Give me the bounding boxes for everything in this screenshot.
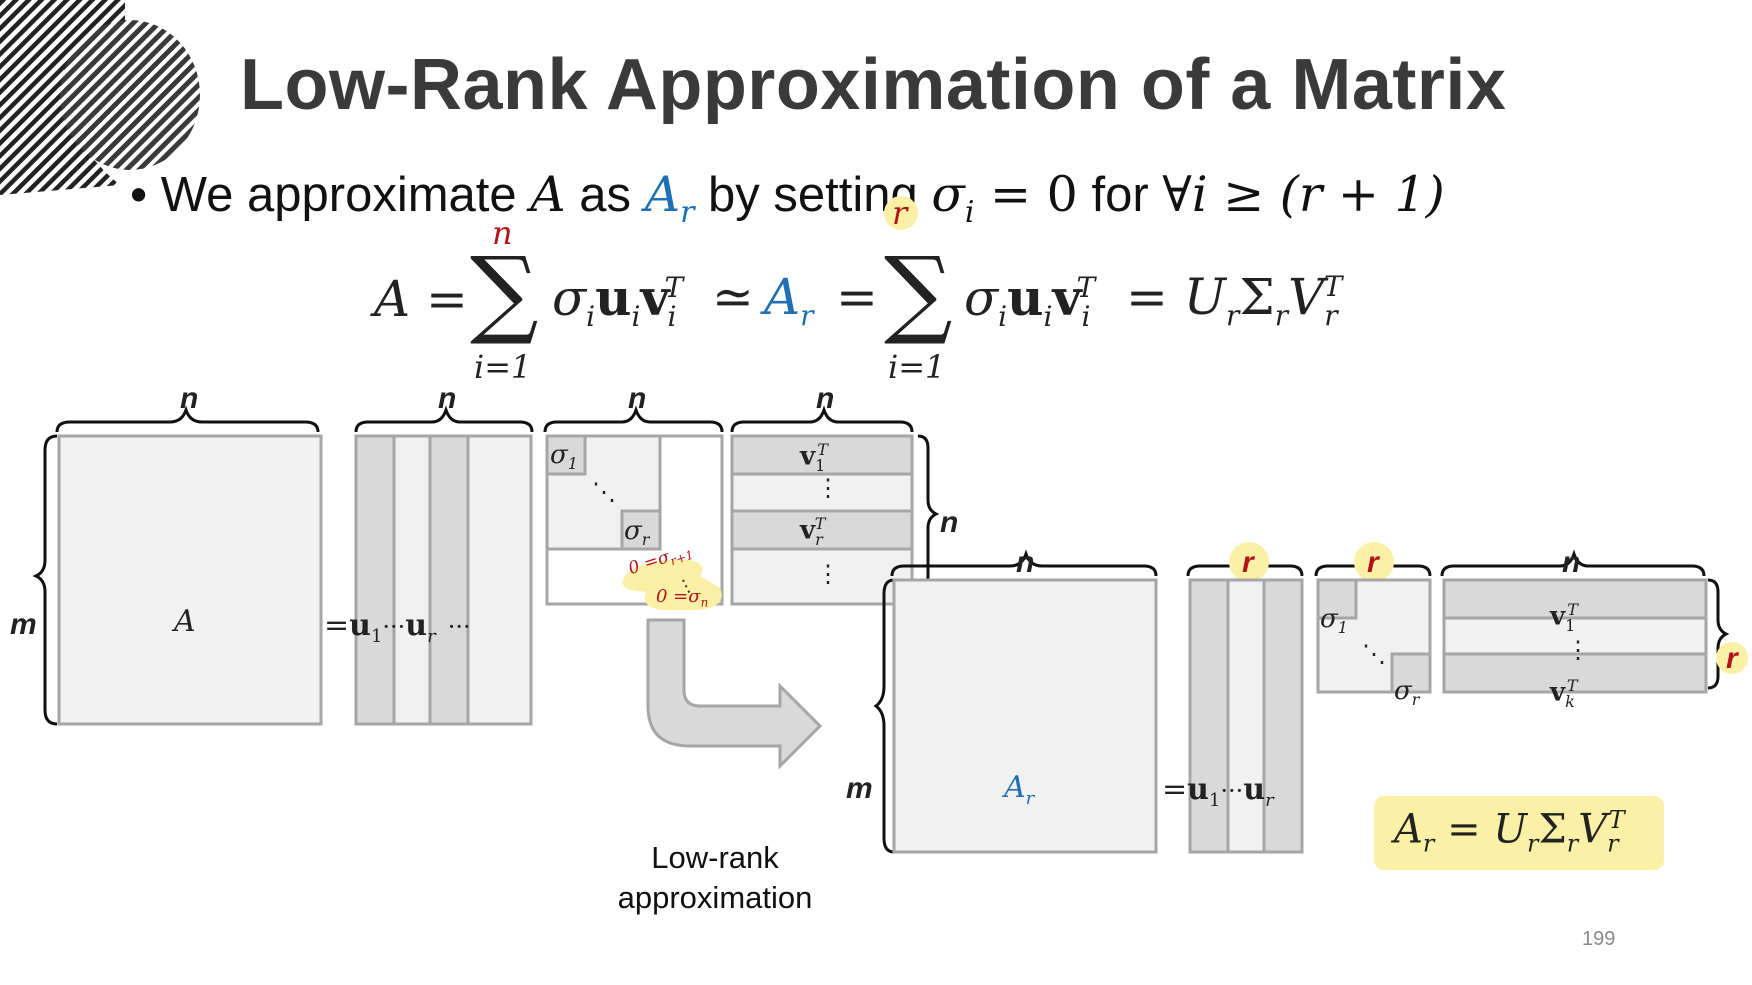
eq-sum2-top: r [892, 194, 908, 232]
sigma-ddots: ⋱ [592, 478, 616, 506]
arrow-caption-line-1: Low-rank [651, 840, 779, 875]
vt-vdots-2: ⋮ [816, 560, 840, 588]
sigma-n-zero: 0 =σn [656, 586, 709, 610]
sigmar-ddots: ⋱ [1362, 640, 1386, 668]
bullet-matrix-a: A [530, 166, 566, 223]
formula-highlight-box [1374, 796, 1664, 870]
brace-n-ar [890, 549, 1158, 577]
bullet-text-3: by setting [708, 168, 918, 222]
arrow-caption-line-2: approximation [617, 880, 813, 915]
bullet-condition: σi = 0 [931, 166, 1078, 230]
eq-term1: σiuiviT [552, 268, 684, 333]
label-r-sigmar: r [1367, 546, 1379, 579]
bullet-text-1: We approximate [160, 168, 517, 222]
svd-sum-equation: A = n ∑ i=1 σiuiviT ≃ Ar = r ∑ i=1 σiuiv… [374, 194, 1342, 386]
label-n-sigma: n [628, 382, 647, 415]
matrix-a [57, 434, 323, 726]
label-n-vr: n [1562, 546, 1581, 579]
r-highlight-u [1229, 542, 1269, 582]
boxed-formula: Ar = UrΣrVrT [1394, 806, 1625, 858]
matrix-ar-label: Ar [1004, 770, 1035, 809]
eq-sum1-bottom: i=1 [474, 348, 532, 386]
matrix-vr [1442, 578, 1708, 694]
sigma-zero-highlight [622, 559, 722, 610]
vr-row-1: v1T [1550, 600, 1578, 635]
bullet-line: • We approximate A as Ar by setting σi =… [130, 166, 1445, 230]
bullet-matrix-ar: Ar [644, 166, 695, 230]
eq-equals: = [836, 268, 878, 326]
eq-rhs: = UrΣrVrT [1126, 268, 1343, 332]
label-r-ur: r [1242, 546, 1254, 579]
hatch-decoration [0, 0, 200, 195]
sigma-1: σ1 [550, 440, 578, 474]
bullet-marker: • [130, 168, 148, 222]
page-number: 199 [1582, 928, 1616, 950]
label-n-v: n [816, 382, 835, 415]
brace-n-u [354, 405, 534, 433]
eq-sum2-highlight [884, 196, 918, 230]
label-m-a: m [10, 608, 37, 641]
eq-term2: σiuiviT [964, 268, 1096, 333]
eq-approx: ≃ [712, 268, 754, 326]
label-r-side: r [1726, 642, 1738, 675]
matrix-diagram [32, 405, 1748, 854]
matrix-u [354, 434, 533, 726]
brace-n-v [730, 405, 914, 433]
matrix-a-label: A [174, 604, 196, 639]
bullet-text-2: as [579, 168, 632, 222]
eq-lhs: A = [374, 270, 468, 328]
matrix-u-columns: =u1···ur··· [324, 608, 471, 647]
sigmar-1: σ1 [1320, 604, 1348, 638]
r-highlight-sigma [1354, 542, 1394, 582]
brace-m-a [32, 434, 58, 726]
bullet-text-4: for [1091, 168, 1149, 222]
bullet-forall: ∀i ≥ (r + 1) [1162, 166, 1445, 223]
matrix-ur [1188, 578, 1304, 854]
sigmar-r: σr [1394, 676, 1420, 710]
page-title: Low-Rank Approximation of a Matrix [240, 45, 1507, 125]
brace-m-ar [873, 578, 895, 854]
sigma-r: σr [624, 516, 650, 550]
r-highlight-side [1716, 642, 1748, 674]
eq-sum1-symbol: ∑ [470, 236, 539, 348]
label-n-ar: n [1016, 546, 1035, 579]
brace-r-side [1707, 578, 1730, 690]
vt-row-r: vrT [800, 514, 826, 549]
label-n-a: n [180, 382, 199, 415]
eq-sum1-top: n [492, 214, 513, 252]
label-n-side: n [940, 506, 959, 539]
matrix-ur-columns: =u1···ur [1162, 772, 1274, 811]
eq-sum2-symbol: ∑ [884, 236, 953, 348]
vt-vdots-1: ⋮ [816, 474, 840, 502]
label-m-ar: m [846, 772, 873, 805]
eq-ar: Ar [764, 268, 814, 332]
matrix-sigmar [1316, 578, 1432, 694]
brace-n-sigma [543, 405, 724, 433]
matrix-ar [892, 578, 1158, 854]
label-n-u: n [438, 382, 457, 415]
brace-n-a [55, 405, 320, 433]
vr-row-k: vkT [1550, 676, 1578, 711]
low-rank-arrow [646, 618, 823, 770]
vr-vdots: ⋮ [1566, 636, 1590, 664]
vt-row-1: v1T [800, 440, 828, 475]
brace-n-vr [1440, 549, 1706, 577]
eq-sum2-bottom: i=1 [888, 348, 946, 386]
arrow-caption: Low-rank approximation [590, 838, 840, 918]
matrix-vt [730, 434, 914, 606]
